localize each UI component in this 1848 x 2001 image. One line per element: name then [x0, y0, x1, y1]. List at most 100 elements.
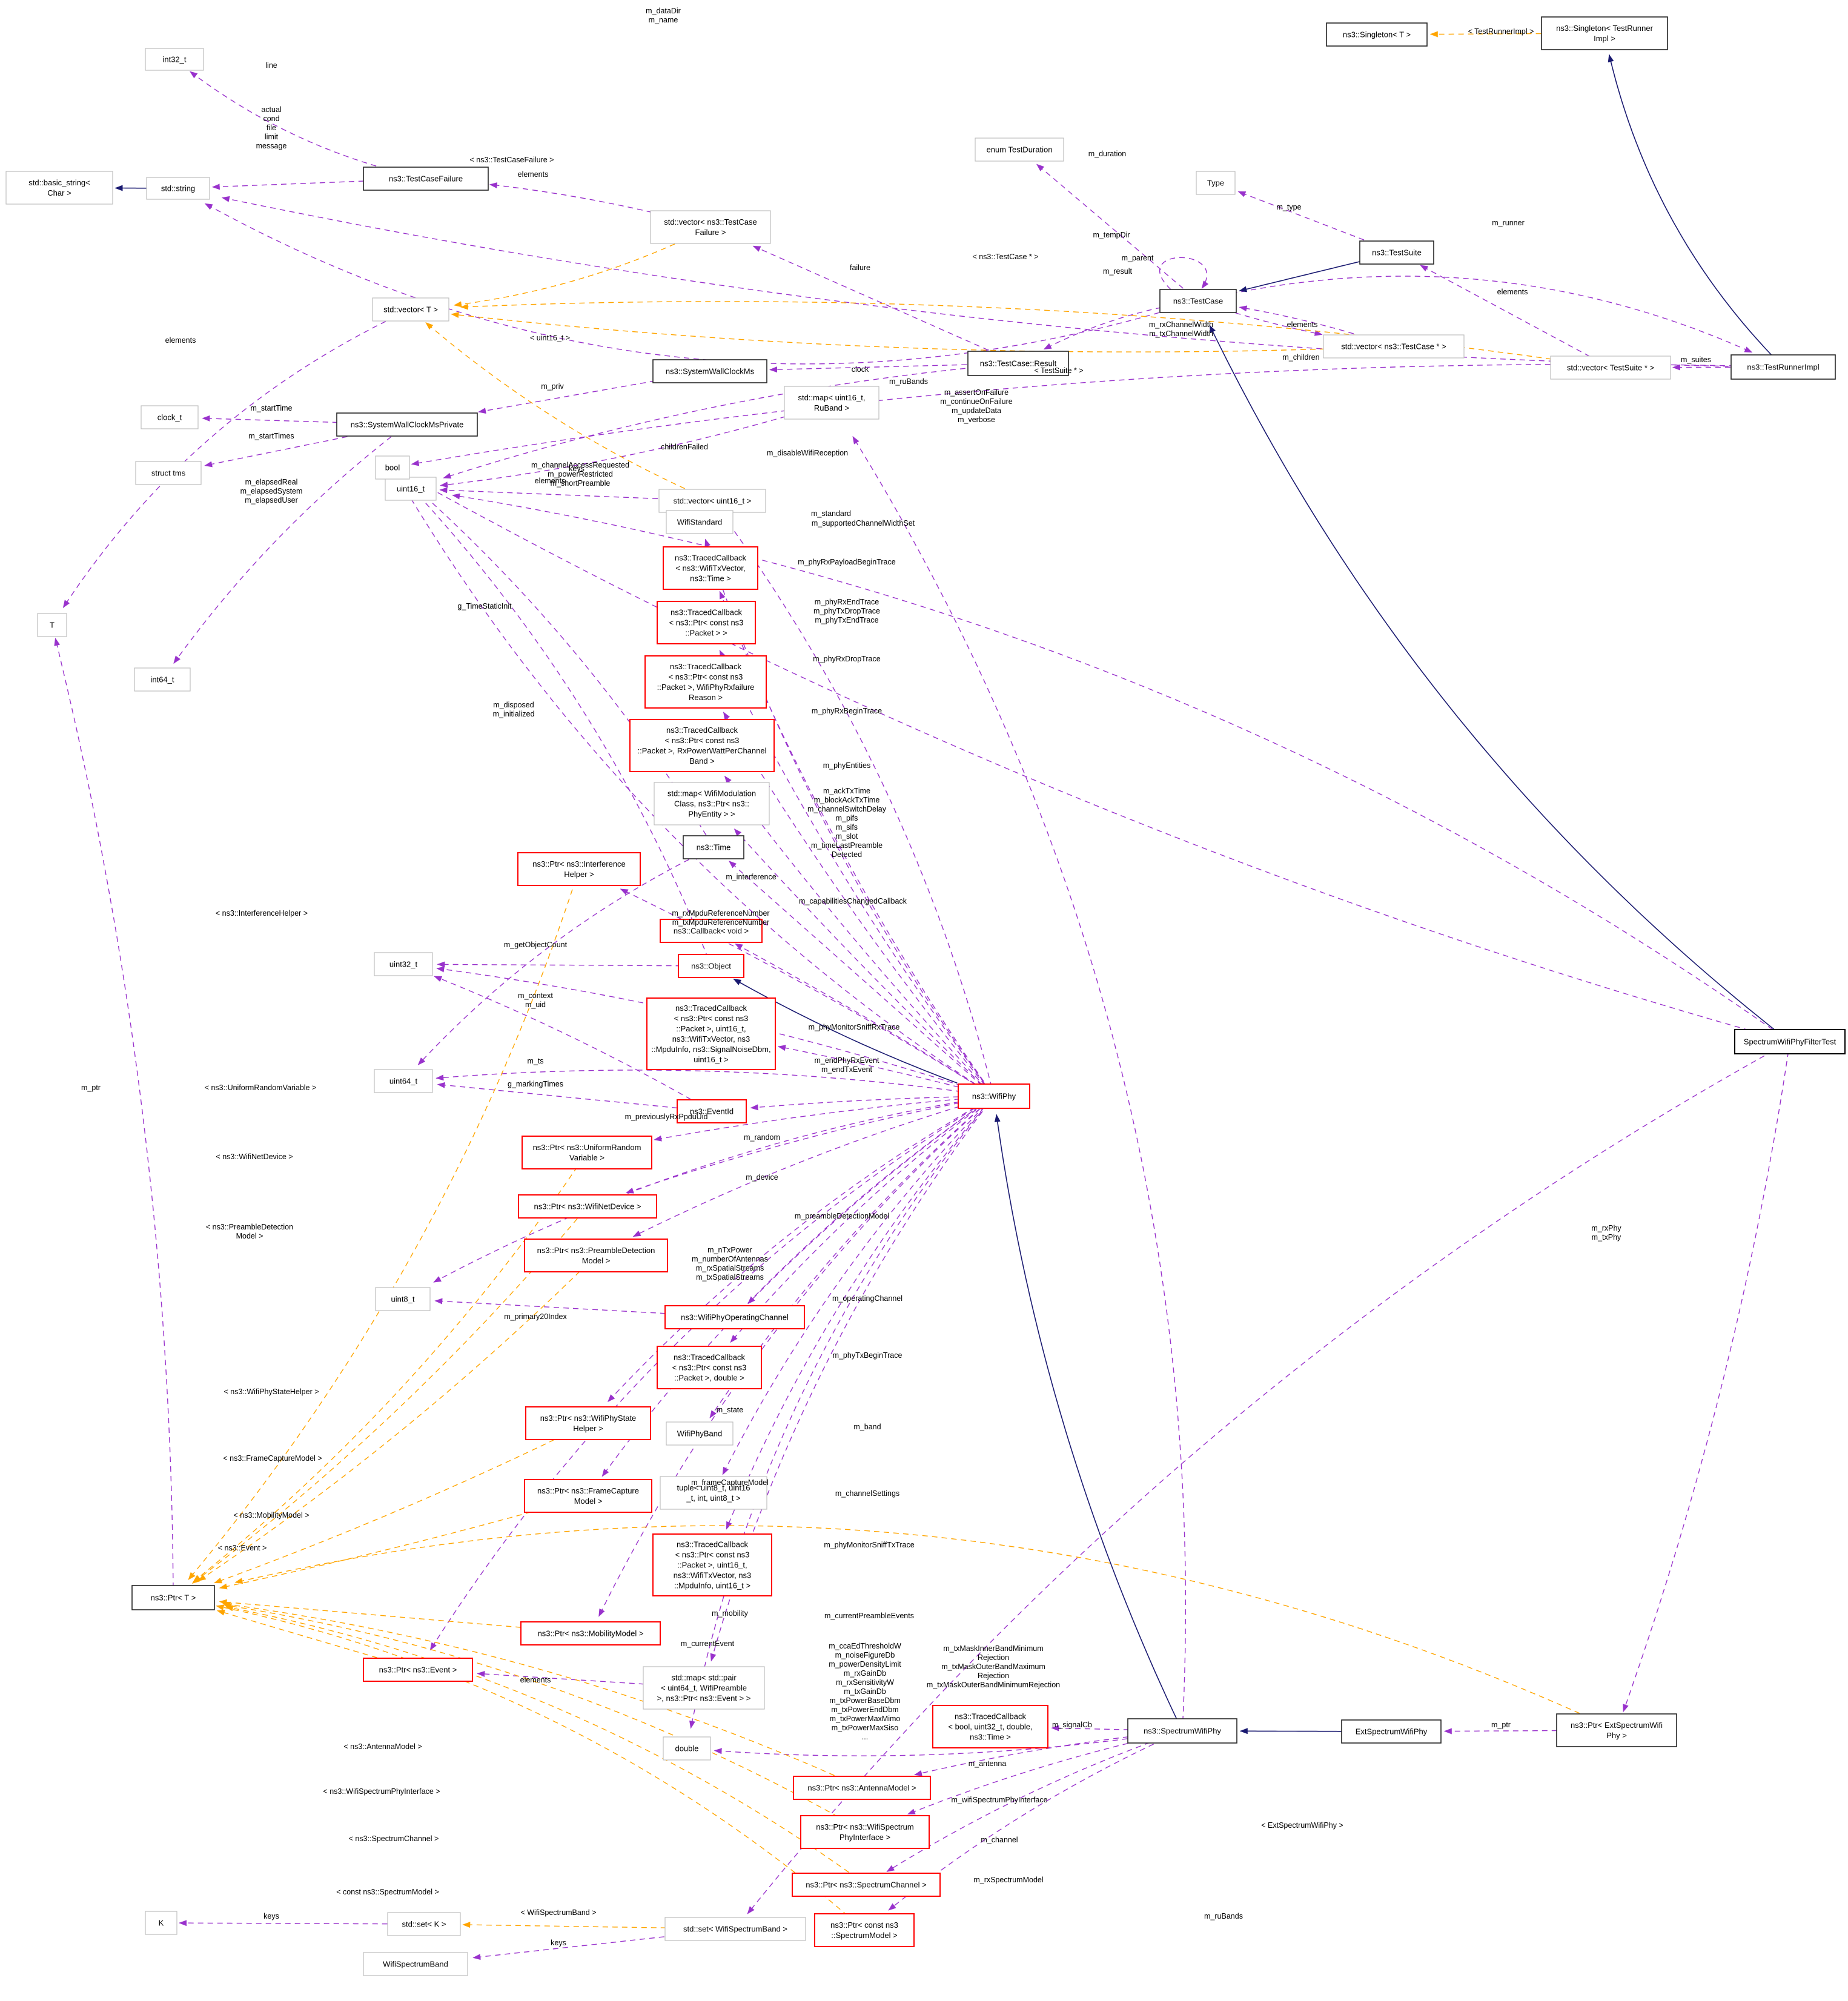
node-box-tuple[interactable]	[660, 1476, 767, 1510]
node-box-ptrT[interactable]	[131, 1585, 215, 1610]
node-box-tri[interactable]	[1730, 354, 1836, 380]
node-result[interactable]: ns3::TestCase::Result	[967, 351, 1069, 376]
node-double[interactable]: double	[663, 1736, 711, 1761]
node-box-tc7[interactable]	[652, 1533, 772, 1596]
node-box-vectc[interactable]	[1323, 334, 1465, 359]
node-ptrT[interactable]: ns3::Ptr< T >	[131, 1585, 215, 1610]
node-ptrAM[interactable]: ns3::Ptr< ns3::AntennaModel >	[793, 1776, 931, 1800]
node-basicstring[interactable]: std::basic_string<Char >	[5, 171, 113, 205]
node-uint32[interactable]: uint32_t	[374, 952, 433, 976]
node-K[interactable]: K	[145, 1911, 177, 1935]
node-box-tms[interactable]	[135, 461, 202, 485]
node-box-swp[interactable]	[1127, 1718, 1237, 1744]
node-box-object[interactable]	[678, 954, 744, 978]
node-box-vec16[interactable]	[658, 489, 766, 513]
node-evid[interactable]: ns3::EventId	[677, 1099, 747, 1123]
node-spft[interactable]: SpectrumWifiPhyFilterTest	[1734, 1029, 1846, 1054]
node-box-wsb[interactable]	[363, 1952, 468, 1976]
node-box-spft[interactable]	[1734, 1029, 1846, 1054]
node-string[interactable]: std::string	[146, 177, 210, 200]
node-box-cbvoid[interactable]	[660, 919, 763, 943]
node-box-tsuite[interactable]	[1359, 240, 1434, 265]
node-ptrMM[interactable]: ns3::Ptr< ns3::MobilityModel >	[520, 1621, 661, 1645]
node-bool[interactable]: bool	[375, 455, 410, 480]
node-box-clockt[interactable]	[141, 405, 199, 429]
node-box-singT[interactable]	[1326, 22, 1428, 47]
node-box-mapmod[interactable]	[654, 782, 770, 825]
node-ptrEv[interactable]: ns3::Ptr< ns3::Event >	[363, 1658, 473, 1682]
node-box-uint16[interactable]	[385, 477, 437, 501]
node-box-T[interactable]	[37, 613, 67, 637]
node-box-mapru[interactable]	[784, 386, 879, 420]
node-box-double[interactable]	[663, 1736, 711, 1761]
node-box-int64[interactable]	[134, 667, 191, 692]
node-box-singTRI[interactable]	[1541, 16, 1668, 50]
node-singT[interactable]: ns3::Singleton< T >	[1326, 22, 1428, 47]
node-tri[interactable]: ns3::TestRunnerImpl	[1730, 354, 1836, 380]
node-tuple[interactable]: tuple< uint8_t, uint16_t, int, uint8_t >	[660, 1476, 767, 1510]
node-tc6[interactable]: ns3::TracedCallback< ns3::Ptr< const ns3…	[657, 1346, 762, 1389]
node-swp[interactable]: ns3::SpectrumWifiPhy	[1127, 1718, 1237, 1744]
node-box-setK[interactable]	[387, 1912, 461, 1936]
node-box-eswp[interactable]	[1341, 1719, 1442, 1744]
node-box-tcase[interactable]	[1159, 289, 1237, 313]
node-setK[interactable]: std::set< K >	[387, 1912, 461, 1936]
node-box-tcf[interactable]	[363, 167, 489, 191]
node-vecT[interactable]: std::vector< T >	[372, 297, 449, 322]
node-box-wifiphy[interactable]	[958, 1083, 1030, 1109]
node-box-vtcf[interactable]	[650, 210, 771, 244]
node-box-result[interactable]	[967, 351, 1069, 376]
node-box-tc4[interactable]	[629, 719, 775, 772]
node-vec16[interactable]: std::vector< uint16_t >	[658, 489, 766, 513]
node-box-int32[interactable]	[145, 48, 204, 71]
node-vectc[interactable]: std::vector< ns3::TestCase * >	[1323, 334, 1465, 359]
node-tms[interactable]: struct tms	[135, 461, 202, 485]
node-box-uint32[interactable]	[374, 952, 433, 976]
node-swcm[interactable]: ns3::SystemWallClockMs	[652, 359, 767, 383]
node-box-tc6[interactable]	[657, 1346, 762, 1389]
node-wsb[interactable]: WifiSpectrumBand	[363, 1952, 468, 1976]
node-tc1[interactable]: ns3::TracedCallback< ns3::WifiTxVector,n…	[663, 546, 758, 590]
node-swcmp[interactable]: ns3::SystemWallClockMsPrivate	[336, 412, 478, 437]
node-box-ptrSM[interactable]	[814, 1913, 915, 1947]
node-object[interactable]: ns3::Object	[678, 954, 744, 978]
node-box-ptrWND[interactable]	[518, 1194, 657, 1219]
node-box-ptrURV[interactable]	[522, 1136, 652, 1169]
node-tcase[interactable]: ns3::TestCase	[1159, 289, 1237, 313]
node-box-ptrMM[interactable]	[520, 1621, 661, 1645]
node-box-bool[interactable]	[375, 455, 410, 480]
node-wstd[interactable]: WifiStandard	[666, 510, 734, 534]
node-box-time[interactable]	[683, 835, 744, 859]
node-box-ptrIH[interactable]	[517, 852, 641, 886]
node-box-swcmp[interactable]	[336, 412, 478, 437]
node-box-wstd[interactable]	[666, 510, 734, 534]
node-wifiphy[interactable]: ns3::WifiPhy	[958, 1083, 1030, 1109]
node-box-basicstring[interactable]	[5, 171, 113, 205]
node-time[interactable]: ns3::Time	[683, 835, 744, 859]
node-box-tc5[interactable]	[646, 997, 776, 1070]
node-box-ptrEv[interactable]	[363, 1658, 473, 1682]
node-tc4[interactable]: ns3::TracedCallback< ns3::Ptr< const ns3…	[629, 719, 775, 772]
node-tcf[interactable]: ns3::TestCaseFailure	[363, 167, 489, 191]
node-tc7[interactable]: ns3::TracedCallback< ns3::Ptr< const ns3…	[652, 1533, 772, 1596]
node-box-ptrFCM[interactable]	[524, 1479, 652, 1513]
node-dur[interactable]: enum TestDuration	[975, 137, 1064, 162]
node-uint8[interactable]: uint8_t	[375, 1287, 431, 1311]
node-box-ptrPDM[interactable]	[524, 1239, 668, 1272]
node-box-vects[interactable]	[1550, 356, 1671, 380]
node-clockt[interactable]: clock_t	[141, 405, 199, 429]
node-ptrSM[interactable]: ns3::Ptr< const ns3::SpectrumModel >	[814, 1913, 915, 1947]
node-type[interactable]: Type	[1196, 171, 1236, 195]
node-wband[interactable]: WifiPhyBand	[666, 1421, 734, 1446]
node-mapru[interactable]: std::map< uint16_t,RuBand >	[784, 386, 879, 420]
node-cbvoid[interactable]: ns3::Callback< void >	[660, 919, 763, 943]
node-box-mappair[interactable]	[643, 1666, 765, 1710]
